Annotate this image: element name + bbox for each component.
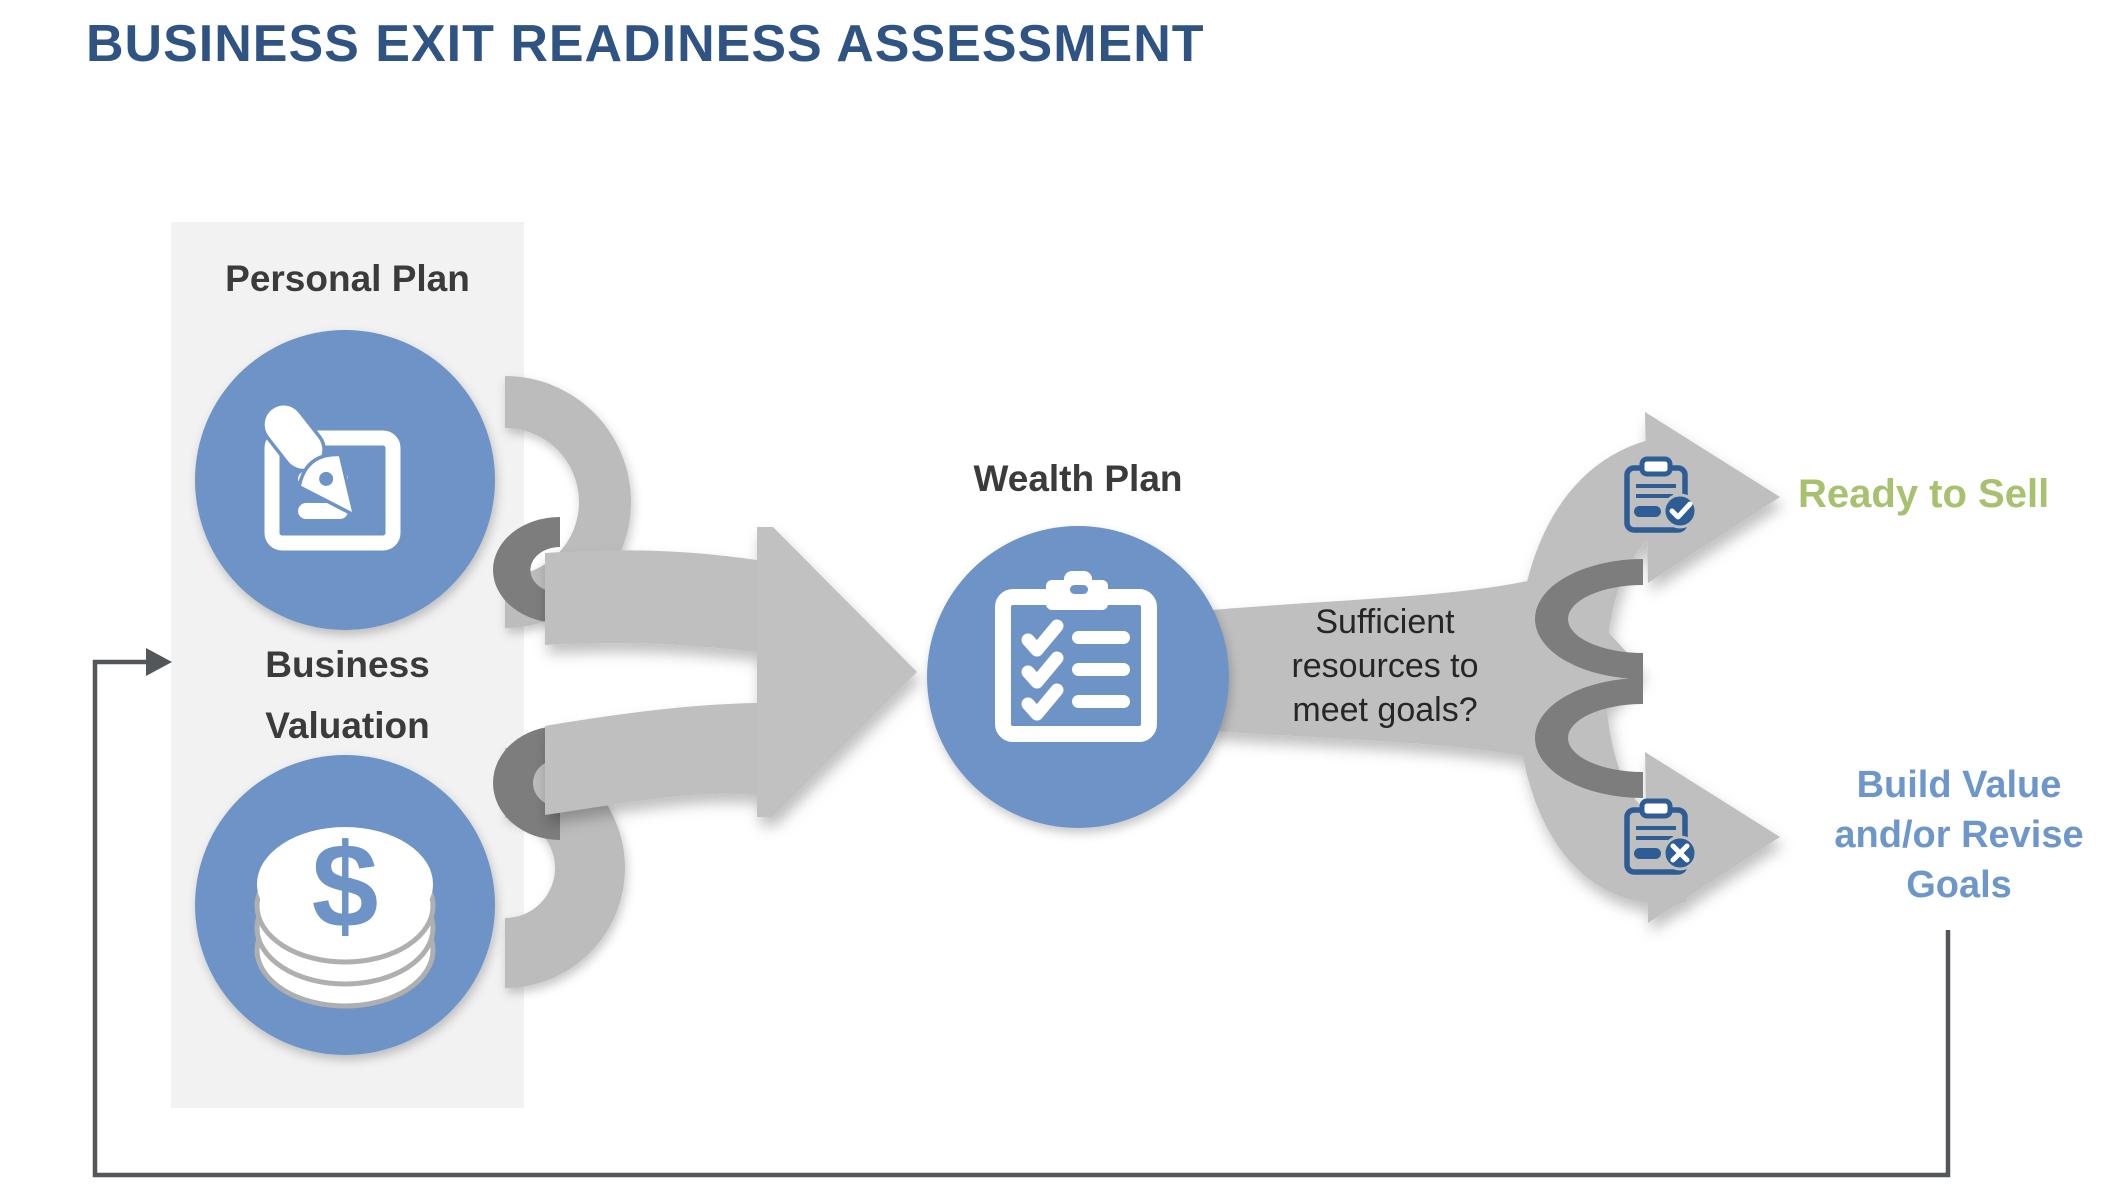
ribbon-folds-right — [1535, 559, 1643, 798]
checklist-clipboard-icon — [995, 571, 1157, 742]
personal-plan-node — [195, 330, 495, 630]
feedback-loop-connector — [92, 648, 1951, 1178]
ready-to-sell-label: Ready to Sell — [1798, 472, 2050, 516]
build-value-line2: and/or Revise — [1834, 814, 2084, 856]
business-valuation-line2: Valuation — [265, 705, 430, 746]
build-value-line3: Goals — [1906, 864, 2012, 906]
question-line2: resources to — [1291, 647, 1479, 685]
build-value-label: Build Value and/or Revise Goals — [1809, 760, 2109, 910]
branch-up-arrowhead-icon — [1645, 412, 1780, 583]
merge-arrow — [545, 527, 917, 817]
ribbon-folds-left — [493, 517, 560, 840]
build-value-line1: Build Value — [1856, 764, 2062, 806]
personal-plan-label: Personal Plan — [225, 258, 470, 299]
question-line1: Sufficient — [1315, 603, 1455, 641]
business-valuation-label: Business Valuation — [171, 634, 524, 756]
dollar-coins-icon: $ — [254, 819, 436, 1009]
page-title: BUSINESS EXIT READINESS ASSESSMENT — [86, 15, 1205, 73]
clipboard-x-icon — [1624, 798, 1698, 875]
wealth-plan-label: Wealth Plan — [973, 458, 1183, 499]
feedback-arrowhead-icon — [146, 648, 172, 676]
big-right-arrow-icon — [757, 527, 917, 817]
dollar-glyph: $ — [312, 819, 379, 953]
clipboard-check-icon — [1624, 456, 1698, 533]
decision-question: Sufficient resources to meet goals? — [1235, 600, 1535, 732]
branch-down-arrowhead-icon — [1645, 752, 1780, 923]
question-line3: meet goals? — [1292, 691, 1478, 729]
business-valuation-node: $ — [195, 755, 495, 1055]
wealth-plan-node — [927, 526, 1229, 828]
business-valuation-line1: Business — [265, 644, 430, 685]
document-pen-icon — [261, 402, 401, 551]
